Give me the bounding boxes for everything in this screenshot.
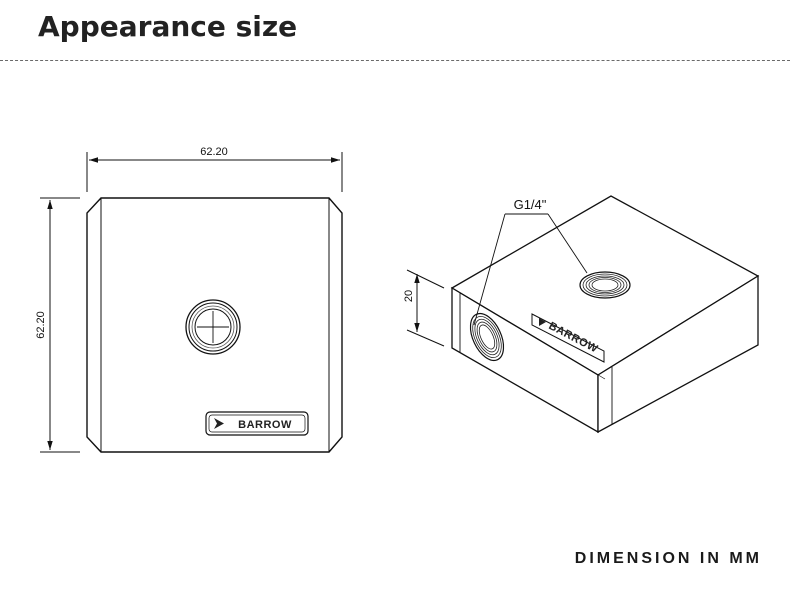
title-divider (0, 60, 790, 61)
isometric-view: BARROW G1/4" 20 (403, 195, 760, 434)
logo-plate: BARROW (205, 411, 309, 436)
height-dimension-label: 62.20 (35, 311, 47, 339)
height-dimension: 62.20 (35, 197, 80, 453)
width-dimension-label: 62.20 (200, 146, 228, 158)
front-view: 62.20 62.20 BARROW (35, 146, 343, 453)
barrow-logo-icon (214, 418, 224, 429)
iso-height-dimension: 20 (403, 269, 445, 347)
thread-callout: G1/4" (473, 197, 588, 326)
width-dimension: 62.20 (86, 146, 343, 192)
center-port (185, 299, 241, 355)
dimension-unit-note: DIMENSION IN MM (574, 550, 762, 567)
side-threaded-port (469, 312, 505, 362)
top-threaded-port (579, 271, 631, 299)
logo-text: BARROW (238, 419, 292, 431)
page-title: Appearance size (38, 10, 298, 43)
thread-callout-label: G1/4" (514, 197, 547, 212)
iso-height-dimension-label: 20 (403, 290, 415, 302)
iso-barrow-logo-icon (539, 318, 546, 326)
